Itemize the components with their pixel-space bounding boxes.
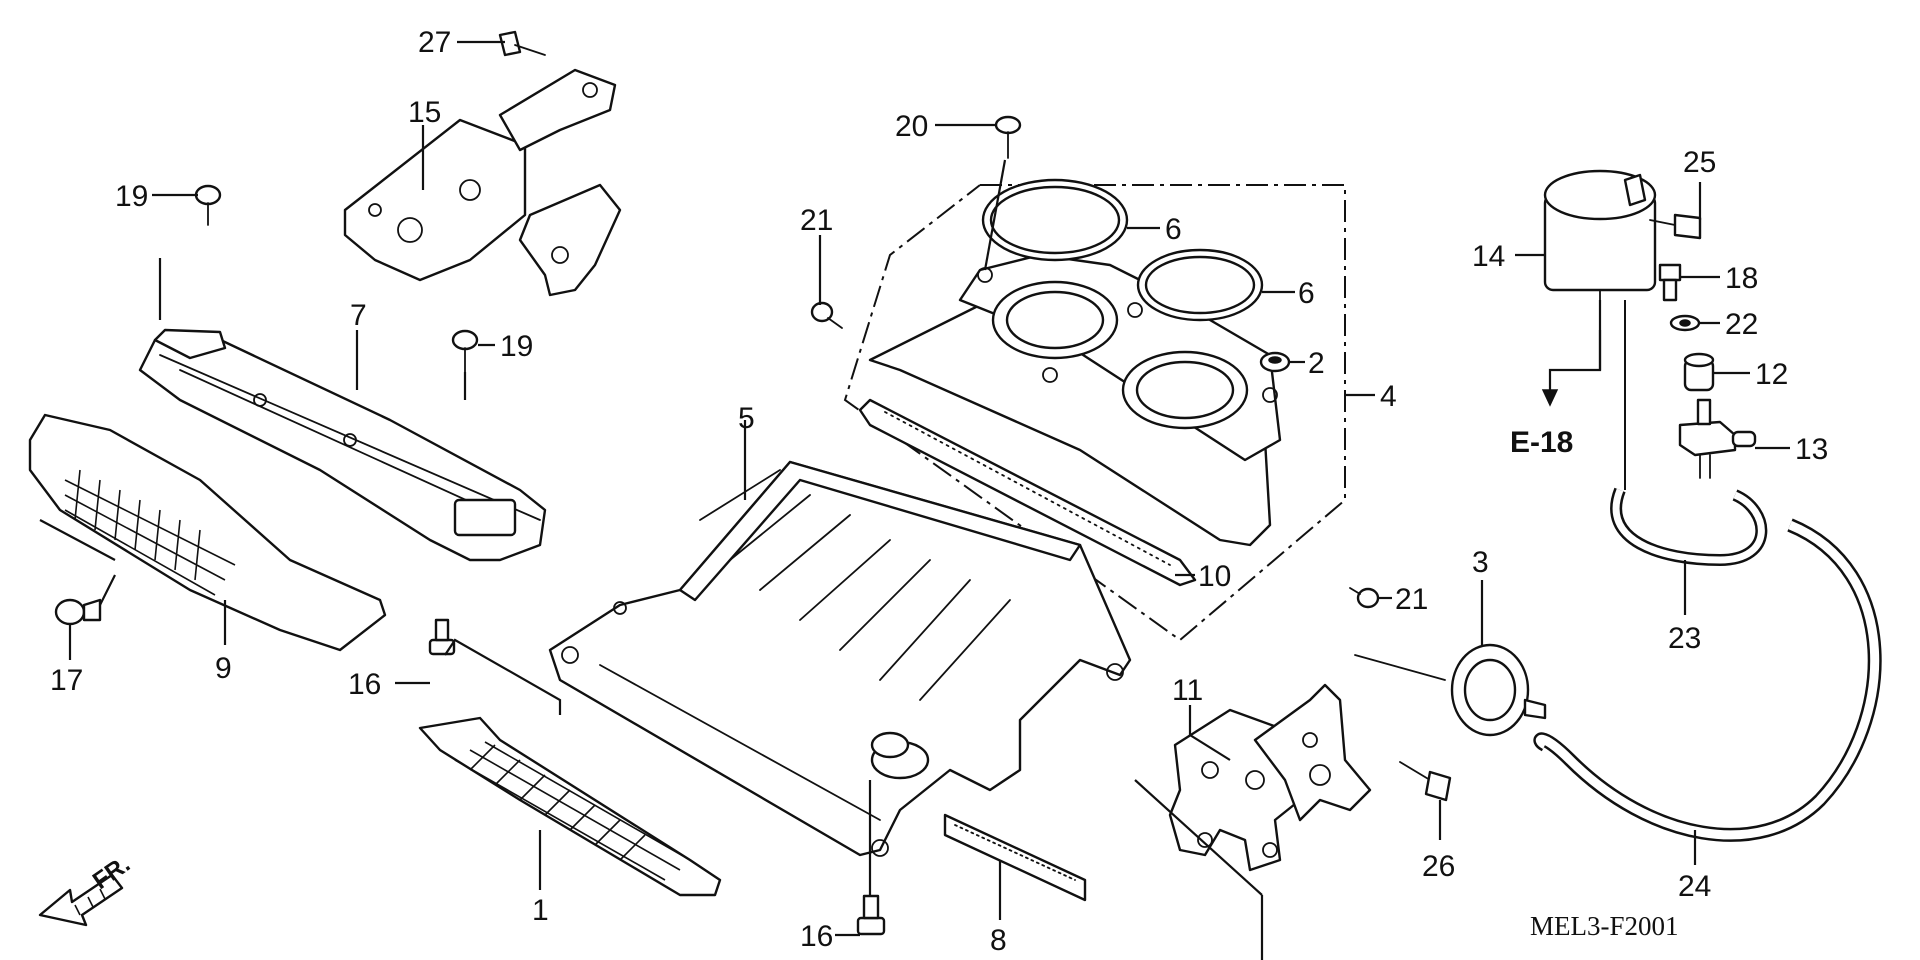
part-5-airbox	[548, 460, 1132, 857]
part-2-grommet	[1259, 351, 1291, 373]
callout-labels: 27 15 19 7 19 9 17 16 1 16 8 5 20 21 21 …	[50, 26, 1828, 957]
part-14-canister	[1543, 169, 1657, 301]
part-15-bracket	[343, 68, 622, 297]
callout-11: 11	[1172, 674, 1203, 707]
part-19-screw-b	[451, 329, 479, 373]
part-22-washer	[1669, 314, 1701, 332]
callout-22: 22	[1725, 308, 1758, 341]
part-25-bolt	[1649, 213, 1702, 240]
part-1-grille	[418, 716, 722, 897]
callout-8: 8	[990, 924, 1007, 957]
diagram-code: MEL3-F2001	[1530, 911, 1679, 941]
callout-26: 26	[1422, 850, 1455, 883]
callout-15: 15	[408, 96, 441, 129]
part-20-screw	[994, 115, 1022, 159]
part-23-hose	[1610, 300, 1768, 567]
callout-20: 20	[895, 110, 928, 143]
callout-27: 27	[418, 26, 451, 59]
part-11-bracket	[1168, 683, 1372, 872]
callout-17: 17	[50, 664, 83, 697]
callout-3: 3	[1472, 546, 1489, 579]
part-6-oring-b	[1136, 248, 1264, 322]
callout-19a: 19	[115, 180, 148, 213]
part-26-bolt	[1399, 761, 1452, 802]
callout-24: 24	[1678, 870, 1711, 903]
part-18-bolt	[1658, 263, 1682, 302]
leader-lines	[39, 40, 1790, 960]
reference-label: E-18	[1510, 426, 1573, 459]
part-21-screw-a	[810, 301, 843, 329]
part-8-foam-strip	[943, 813, 1087, 902]
reference-arrow	[1541, 300, 1602, 407]
callout-13: 13	[1795, 433, 1828, 466]
callout-23: 23	[1668, 622, 1701, 655]
part-13-valve	[1678, 398, 1757, 479]
part-16-bolt-b	[856, 894, 886, 936]
part-10-gasket	[858, 398, 1197, 587]
assembly-outline	[843, 184, 1346, 642]
callout-16a: 16	[348, 668, 381, 701]
part-24-hose	[1533, 518, 1882, 842]
part-4-intake-assembly	[868, 253, 1282, 547]
part-9-duct-cover	[28, 413, 387, 652]
callout-21b: 21	[1395, 583, 1428, 616]
callout-1: 1	[532, 894, 549, 927]
callout-7: 7	[350, 299, 367, 332]
callout-16b: 16	[800, 920, 833, 953]
callout-25: 25	[1683, 146, 1716, 179]
callout-5: 5	[738, 402, 755, 435]
callout-21a: 21	[800, 204, 833, 237]
callout-9: 9	[215, 652, 232, 685]
part-19-screw-a	[194, 184, 222, 226]
callout-4: 4	[1380, 380, 1397, 413]
callout-2: 2	[1308, 347, 1325, 380]
callout-19b: 19	[500, 330, 533, 363]
part-3-actuator	[1354, 643, 1547, 737]
part-17-clip	[54, 598, 102, 626]
part-27-bolt	[498, 30, 546, 57]
callout-14: 14	[1472, 240, 1505, 273]
callout-6b: 6	[1298, 277, 1315, 310]
part-12-cap	[1683, 352, 1715, 392]
callout-10: 10	[1198, 560, 1231, 593]
callout-12: 12	[1755, 358, 1788, 391]
callout-18: 18	[1725, 262, 1758, 295]
front-direction-arrow: FR.	[38, 851, 135, 927]
callout-6a: 6	[1165, 213, 1182, 246]
part-21-screw-b	[1349, 587, 1380, 609]
part-16-bolt-a	[428, 618, 456, 656]
part-7-duct	[138, 328, 547, 562]
part-6-oring-a	[981, 178, 1129, 262]
